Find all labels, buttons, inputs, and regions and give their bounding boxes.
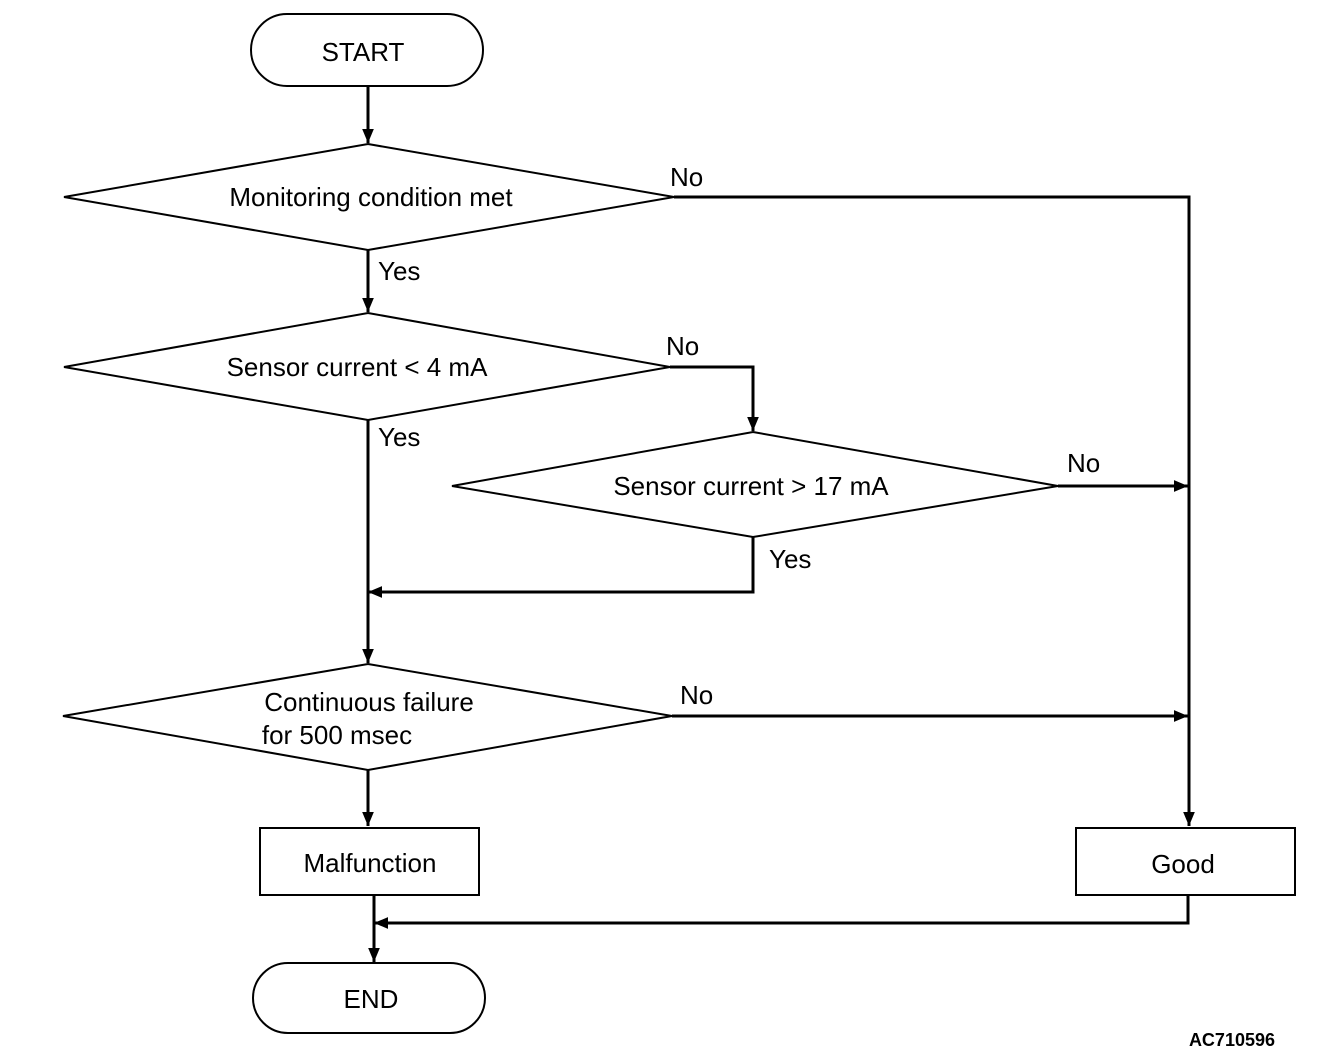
edge-current-low-no bbox=[670, 365, 759, 431]
current-low-no-label: No bbox=[666, 331, 699, 361]
node-monitoring: Monitoring condition met bbox=[63, 142, 675, 252]
monitoring-label: Monitoring condition met bbox=[229, 182, 513, 212]
current-high-yes-label: Yes bbox=[769, 544, 811, 574]
continuous-decision bbox=[62, 662, 673, 772]
node-current-high: Sensor current > 17 mA bbox=[451, 430, 1059, 539]
start-label: START bbox=[322, 37, 405, 67]
current-high-no-label: No bbox=[1067, 448, 1100, 478]
monitoring-no-label: No bbox=[670, 162, 703, 192]
node-start: START bbox=[250, 13, 484, 87]
node-continuous: Continuous failure for 500 msec bbox=[62, 662, 673, 772]
end-label: END bbox=[344, 984, 399, 1014]
branch-labels: No Yes No Yes No Yes No bbox=[378, 162, 1100, 710]
good-process bbox=[1075, 827, 1296, 896]
node-malfunction: Malfunction bbox=[259, 827, 480, 896]
monitoring-decision bbox=[63, 142, 675, 252]
current-low-label: Sensor current < 4 mA bbox=[227, 352, 488, 382]
malfunction-process bbox=[259, 827, 480, 896]
start-terminator bbox=[250, 13, 484, 87]
current-low-decision bbox=[63, 311, 671, 422]
continuous-label-line1: Continuous failure bbox=[264, 687, 474, 717]
node-end: END bbox=[252, 962, 486, 1034]
reference-code: AC710596 bbox=[1189, 1030, 1275, 1050]
good-label: Good bbox=[1151, 849, 1215, 879]
connectors bbox=[362, 86, 1195, 962]
node-good: Good bbox=[1075, 827, 1296, 896]
node-current-low: Sensor current < 4 mA bbox=[63, 311, 671, 422]
end-terminator bbox=[252, 962, 486, 1034]
monitoring-yes-label: Yes bbox=[378, 256, 420, 286]
edge-current-high-yes bbox=[368, 537, 755, 598]
edge-good-to-end bbox=[374, 895, 1190, 929]
current-high-decision bbox=[451, 430, 1059, 539]
current-low-yes-label: Yes bbox=[378, 422, 420, 452]
current-high-label: Sensor current > 17 mA bbox=[613, 471, 889, 501]
malfunction-label: Malfunction bbox=[304, 848, 437, 878]
continuous-no-label: No bbox=[680, 680, 713, 710]
continuous-label-line2: for 500 msec bbox=[262, 720, 412, 750]
edge-monitoring-no bbox=[674, 195, 1195, 826]
